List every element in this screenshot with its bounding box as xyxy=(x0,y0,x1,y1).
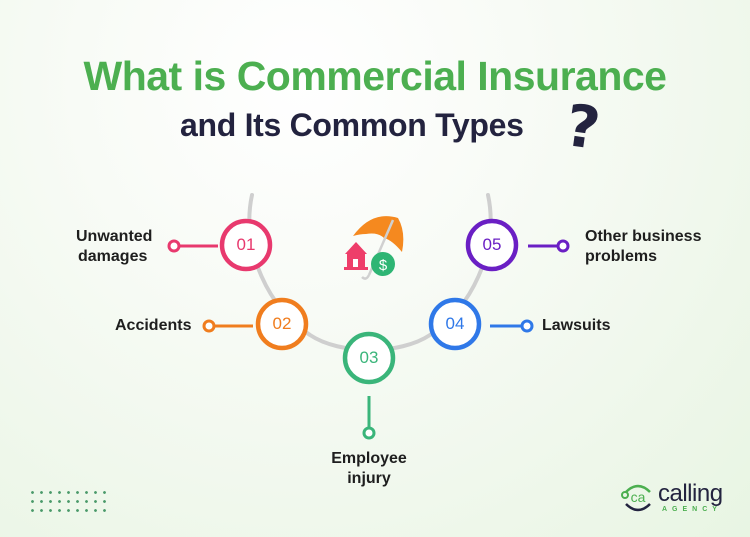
connector-05 xyxy=(528,239,570,253)
svg-text:$: $ xyxy=(379,257,388,274)
item-05-label: Other business problems xyxy=(585,227,701,267)
item-03-number: 03 xyxy=(359,348,379,367)
logo-word: calling xyxy=(658,480,723,507)
title-line-1: What is Commercial Insurance xyxy=(83,53,667,99)
item-05-number: 05 xyxy=(482,235,502,254)
connector-02 xyxy=(202,319,253,333)
item-01-label-line2: damages xyxy=(78,248,148,265)
item-03-label: Employee injury xyxy=(320,449,418,489)
item-05-label-line2: problems xyxy=(585,248,658,265)
item-02-label: Accidents xyxy=(115,317,192,334)
decorative-dot-grid xyxy=(28,488,108,518)
circle-04 xyxy=(428,297,482,351)
calling-agency-logo: ca calling AGENCY xyxy=(618,478,728,518)
circle-01 xyxy=(219,218,273,272)
item-01-label-line1: Unwanted xyxy=(76,228,153,245)
item-03-label-line2: injury xyxy=(347,470,391,487)
connector-01 xyxy=(167,239,218,253)
item-03-label-line1: Employee xyxy=(331,450,407,467)
item-04-number: 04 xyxy=(445,314,465,333)
logo-mark-icon: ca xyxy=(621,484,651,512)
circle-02 xyxy=(255,297,309,351)
item-01-label: Unwanted damages xyxy=(76,227,152,267)
circle-05 xyxy=(465,218,519,272)
umbrella-house-dollar-icon: $ xyxy=(344,216,404,280)
svg-text:ca: ca xyxy=(631,489,646,505)
circle-03 xyxy=(342,331,396,385)
item-02-number: 02 xyxy=(272,314,292,333)
connector-03 xyxy=(362,396,376,440)
item-04-label: Lawsuits xyxy=(542,317,611,334)
item-01-number: 01 xyxy=(236,235,256,254)
item-05-label-line1: Other business xyxy=(585,228,702,245)
logo-sub: AGENCY xyxy=(662,506,722,513)
title-line-2: and Its Common Types xyxy=(180,107,524,143)
connector-04 xyxy=(490,319,534,333)
